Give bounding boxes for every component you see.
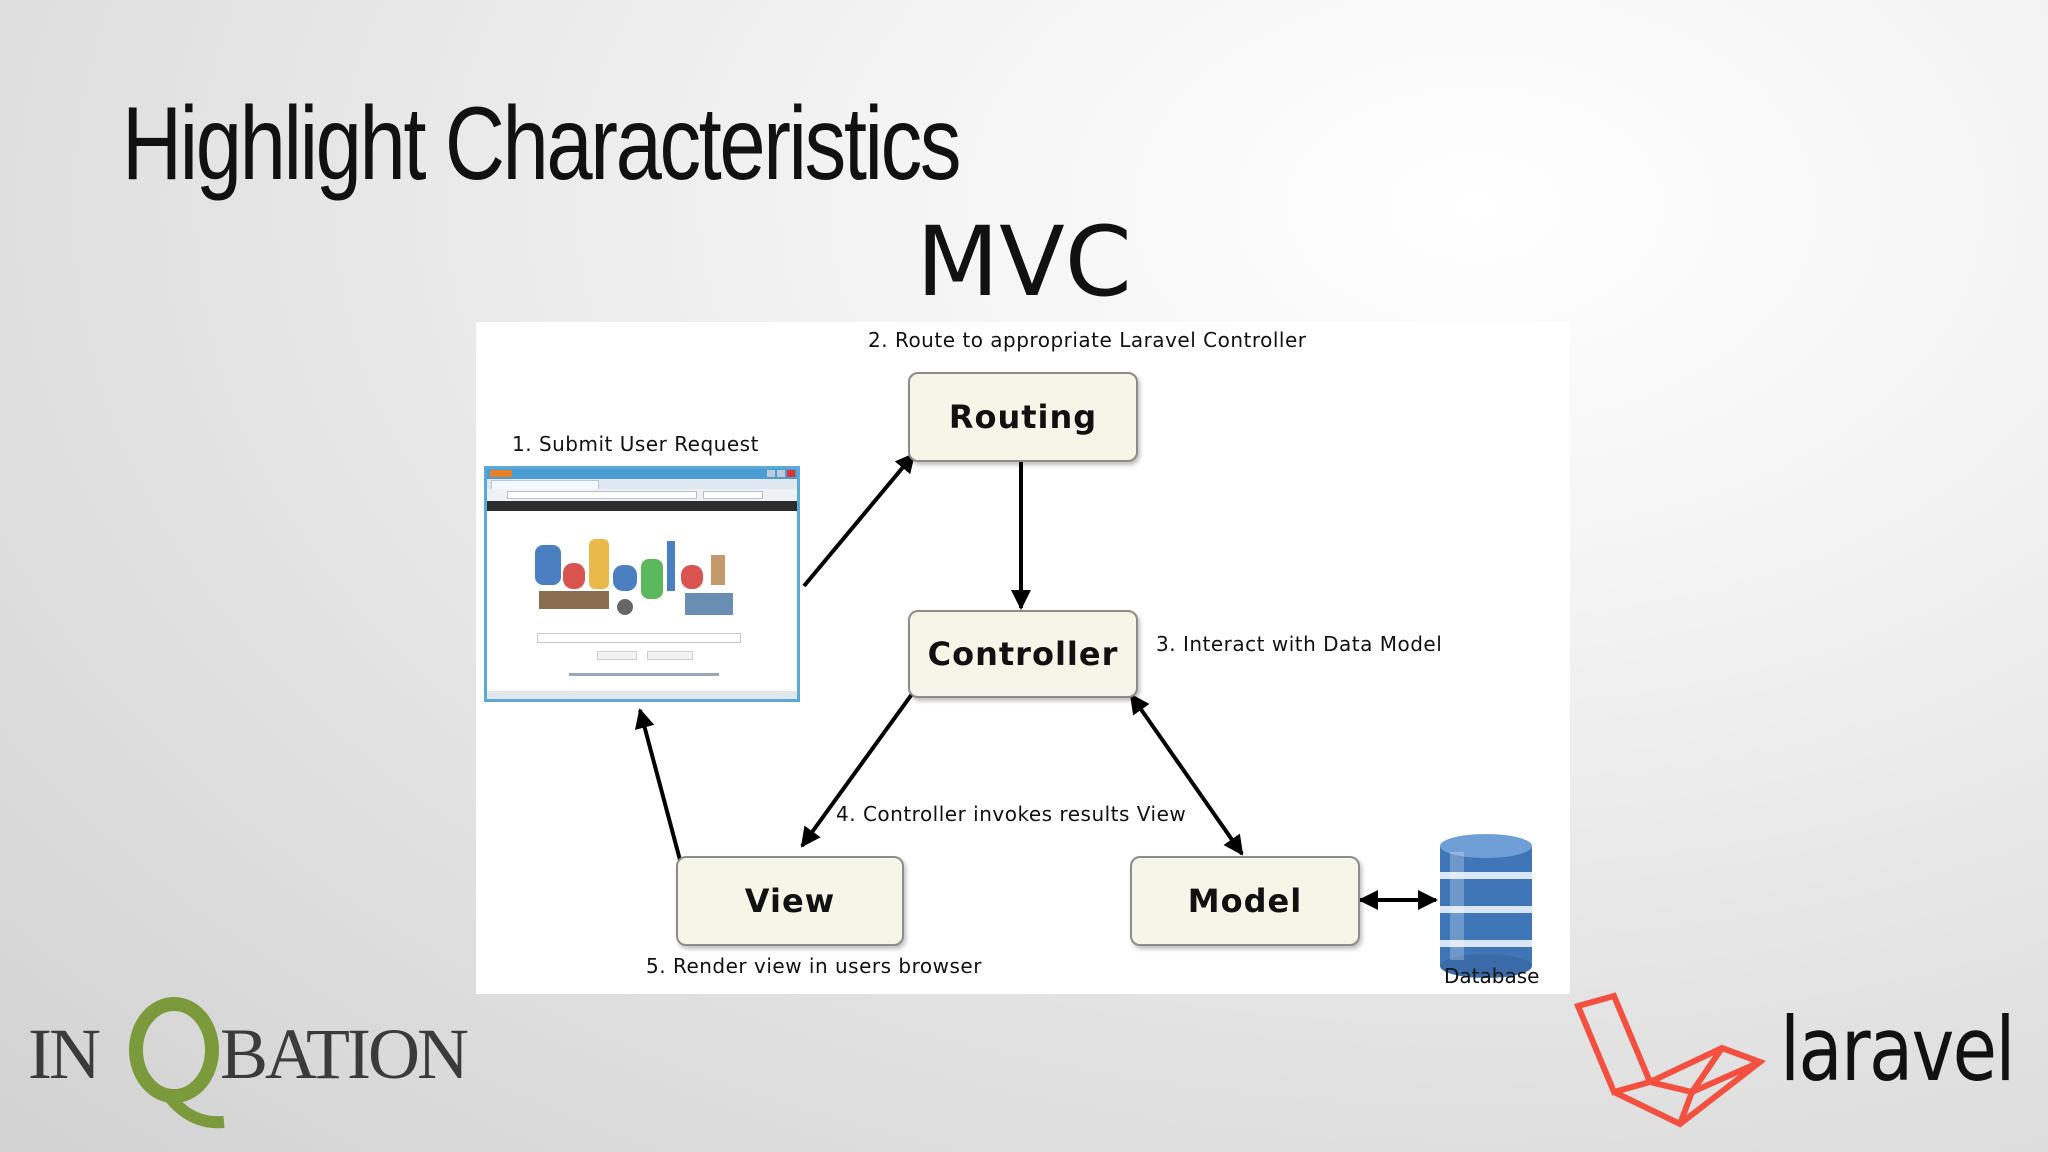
slide-subtitle: MVC — [916, 206, 1132, 318]
diagram-arrows — [634, 452, 1532, 978]
mvc-diagram: Routing Controller View Model 2. Route t… — [476, 322, 1570, 994]
view-node: View — [676, 856, 904, 946]
arrow-view-to-browser — [634, 708, 682, 861]
inqbation-q-mark — [129, 997, 225, 1129]
step-4-label: 4. Controller invokes results View — [836, 802, 1187, 826]
step-5-label: 5. Render view in users browser — [646, 954, 982, 978]
step-2-label: 2. Route to appropriate Laravel Controll… — [868, 328, 1307, 352]
routing-node: Routing — [908, 372, 1138, 462]
arrow-controller-to-view — [800, 692, 914, 848]
inqbation-logo: IN BATION — [28, 997, 488, 1130]
arrow-request-to-routing — [802, 452, 916, 588]
database-label: Database — [1444, 964, 1540, 988]
slide-title: Highlight Characteristics — [122, 86, 961, 202]
laravel-wordmark: laravel — [1780, 998, 2015, 1101]
laravel-logo: laravel — [1574, 992, 2044, 1132]
arrow-controller-model — [1129, 693, 1244, 856]
step-1-label: 1. Submit User Request — [512, 432, 759, 456]
inqbation-logo-right: BATION — [220, 1014, 469, 1094]
laravel-mark-icon — [1574, 992, 1767, 1128]
browser-screenshot — [484, 466, 800, 702]
doodle-illustration — [535, 539, 733, 615]
controller-node: Controller — [908, 610, 1138, 698]
step-3-label: 3. Interact with Data Model — [1156, 632, 1443, 656]
model-node: Model — [1130, 856, 1360, 946]
database-icon — [1440, 834, 1532, 978]
inqbation-logo-left: IN — [28, 1014, 101, 1094]
